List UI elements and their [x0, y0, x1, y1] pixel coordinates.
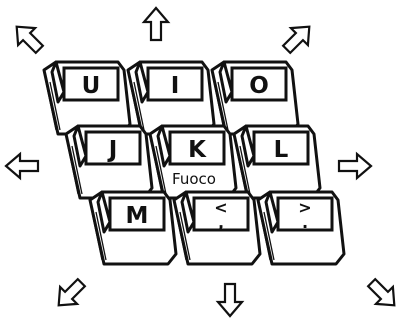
- key-label: L: [274, 137, 289, 163]
- key-label: O: [249, 73, 269, 99]
- arrow-up-icon: [144, 8, 168, 40]
- arrow-up-left-icon: [8, 18, 48, 58]
- key-l: L: [234, 126, 320, 198]
- key-label: I: [171, 73, 180, 99]
- arrow-right-icon: [339, 154, 371, 178]
- arrow-up-right-icon: [278, 18, 318, 58]
- key-j: J: [66, 126, 152, 198]
- arrow-down-left-icon: [50, 274, 90, 314]
- key-label: U: [82, 73, 101, 99]
- key-label: K: [188, 137, 207, 163]
- key-bottom-symbol: ,: [218, 213, 224, 232]
- key-period: > .: [258, 192, 344, 264]
- key-bottom-symbol: .: [302, 213, 308, 232]
- key-u: U: [44, 62, 130, 134]
- fire-caption: Fuoco: [172, 170, 216, 188]
- arrow-left-icon: [6, 154, 38, 178]
- key-i: I: [128, 62, 214, 134]
- key-label: M: [126, 203, 149, 229]
- key-o: O: [212, 62, 298, 134]
- key-k: K Fuoco: [150, 126, 236, 198]
- key-comma: < ,: [174, 192, 260, 264]
- arrow-down-right-icon: [363, 274, 400, 314]
- key-m: M: [90, 192, 176, 264]
- key-label: J: [107, 137, 118, 163]
- arrow-down-icon: [218, 284, 242, 316]
